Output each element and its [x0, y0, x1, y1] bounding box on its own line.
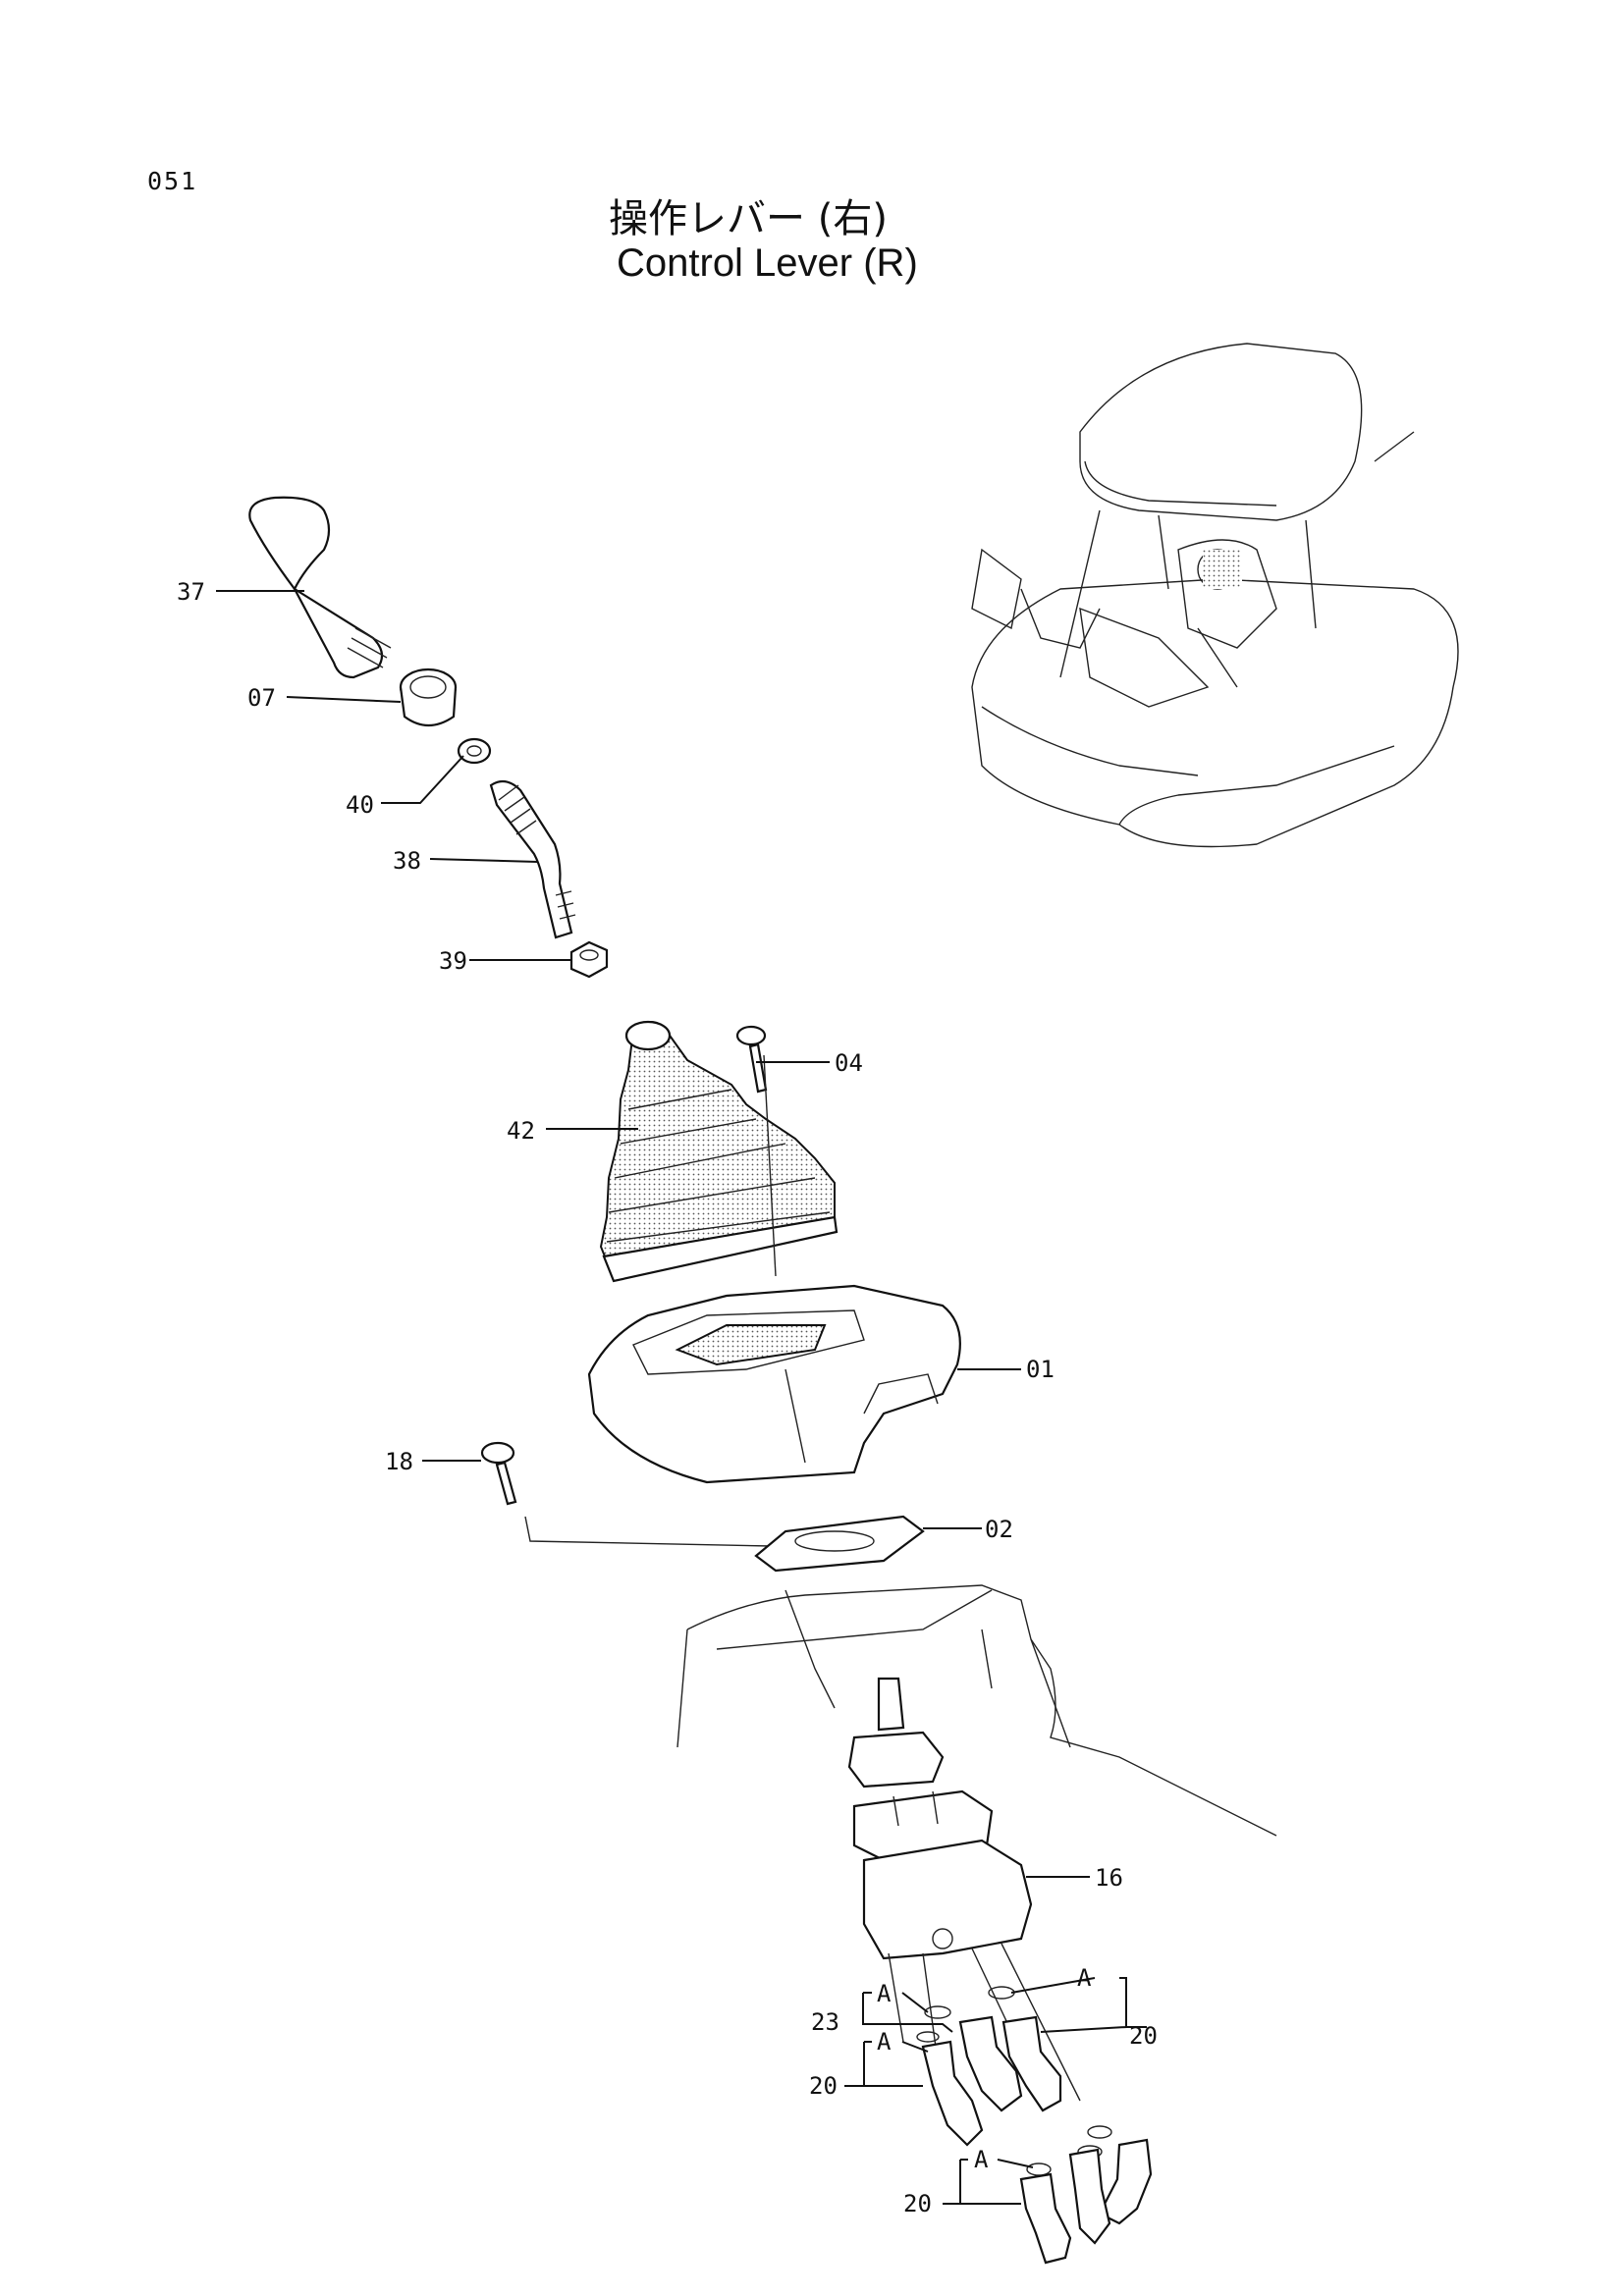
section-mark-a-4: A — [974, 2146, 989, 2173]
callout-38: 38 — [393, 847, 421, 875]
title-japanese: 操作レバー (右) — [609, 196, 888, 241]
leader-lines — [216, 590, 1147, 2205]
console-outline — [676, 1584, 1277, 1837]
part-plate-02 — [754, 1515, 925, 1573]
part-cover-01 — [587, 1284, 961, 1484]
callout-40: 40 — [346, 791, 374, 819]
callout-37: 37 — [177, 578, 205, 606]
callout-07: 07 — [247, 684, 276, 712]
part-nut-40 — [457, 737, 492, 765]
callout-20-left: 20 — [809, 2072, 838, 2100]
part-pilot-valve-16 — [847, 1677, 1081, 2102]
page-number: 051 — [147, 167, 198, 195]
part-nut-39 — [569, 940, 609, 979]
section-mark-a-1: A — [877, 1980, 892, 2007]
callout-42: 42 — [507, 1117, 535, 1145]
callout-04: 04 — [835, 1049, 863, 1077]
callout-23: 23 — [811, 2008, 839, 2036]
callout-18: 18 — [385, 1448, 413, 1475]
callout-20-right: 20 — [1129, 2022, 1158, 2050]
part-boot-42 — [599, 1020, 839, 1283]
section-mark-a-2: A — [1077, 1964, 1092, 1992]
title-english: Control Lever (R) — [617, 241, 918, 285]
part-ring-07 — [399, 667, 458, 727]
machine-overview-illustration — [971, 343, 1459, 848]
fittings-group — [916, 1986, 1153, 2265]
callout-02: 02 — [985, 1516, 1013, 1543]
section-mark-a-3: A — [877, 2028, 892, 2056]
part-grip-37 — [248, 496, 392, 679]
callout-01: 01 — [1026, 1356, 1055, 1383]
callout-labels: 37 07 40 38 39 04 42 01 18 02 16 23 20 2… — [177, 578, 1158, 2217]
part-lever-rod-38 — [489, 779, 576, 939]
part-screw-04 — [735, 1025, 777, 1277]
callout-16: 16 — [1095, 1864, 1123, 1892]
callout-39: 39 — [439, 947, 467, 975]
part-bolt-18 — [480, 1441, 772, 1547]
callout-20-bottom: 20 — [903, 2190, 932, 2217]
